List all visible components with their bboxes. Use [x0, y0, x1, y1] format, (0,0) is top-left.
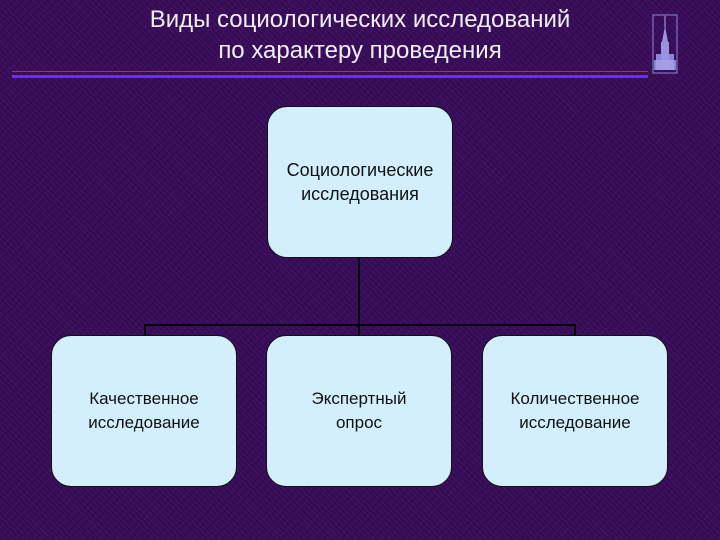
connector-right-drop: [574, 324, 576, 335]
child-node-line-1: Экспертный: [311, 389, 407, 408]
child-node-line-1: Качественное: [89, 389, 199, 408]
child-node-line-2: исследование: [88, 413, 200, 432]
connector-horizontal-bar: [144, 324, 576, 326]
root-node-line-2: исследования: [301, 184, 419, 204]
root-node-sociological-research: Социологические исследования: [267, 106, 453, 258]
title-divider-blue: [12, 75, 648, 78]
title-line-1: Виды социологических исследований: [149, 6, 571, 33]
title-divider-red: [12, 71, 648, 72]
child-node-line-1: Количественное: [510, 389, 640, 408]
root-node-line-1: Социологические: [286, 160, 434, 180]
child-node-quantitative: Количественное исследование: [482, 335, 668, 487]
child-node-expert-survey: Экспертный опрос: [266, 335, 452, 487]
connector-root-trunk: [358, 256, 360, 335]
child-node-qualitative: Качественное исследование: [51, 335, 237, 487]
slide-title: Виды социологических исследований по хар…: [60, 4, 660, 66]
connector-left-drop: [144, 324, 146, 335]
title-line-2: по характеру проведения: [218, 37, 502, 64]
child-node-line-2: опрос: [335, 413, 383, 432]
child-node-line-2: исследование: [519, 413, 631, 432]
university-building-icon: [652, 14, 678, 74]
